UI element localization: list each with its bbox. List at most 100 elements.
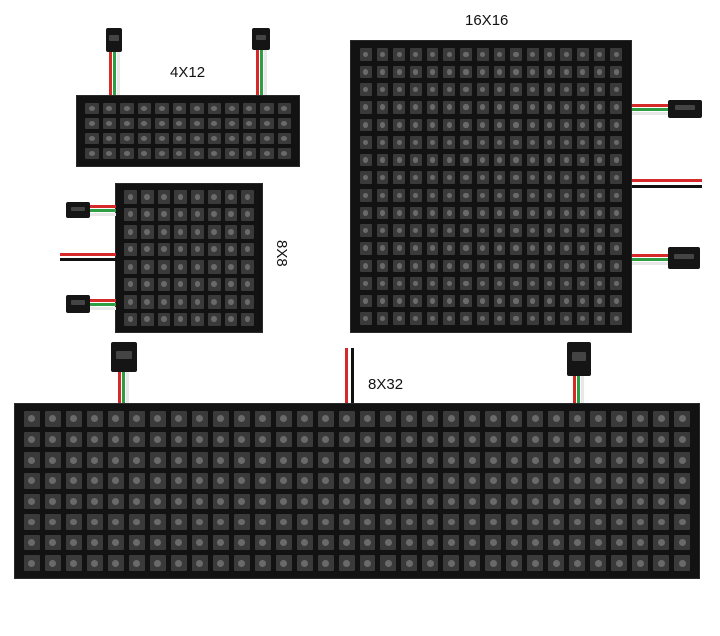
led-pixel <box>24 555 40 571</box>
led-pixel <box>191 514 208 530</box>
led-pixel <box>44 493 61 510</box>
led-pixel <box>360 241 372 255</box>
led-pixel <box>593 100 606 114</box>
led-pixel <box>460 277 472 290</box>
led-pixel <box>610 65 622 79</box>
led-pixel <box>241 207 254 221</box>
led-pixel <box>376 118 389 132</box>
led-pixel <box>560 312 572 325</box>
led-pixel <box>65 452 82 468</box>
led-pixel <box>674 555 690 571</box>
led-pixel <box>149 534 166 551</box>
led-pixel <box>443 206 456 220</box>
led-pixel <box>140 260 154 274</box>
led-pixel <box>493 312 506 325</box>
led-pixel <box>260 103 274 114</box>
led-pixel <box>65 493 82 510</box>
led-pixel <box>225 118 239 129</box>
led-pixel <box>443 118 456 132</box>
led-pixel <box>610 259 622 273</box>
led-pixel <box>360 277 372 290</box>
led-pixel <box>212 534 229 551</box>
wire-black <box>351 348 354 403</box>
led-pixel <box>191 207 204 221</box>
led-pixel <box>338 555 355 571</box>
led-pixel <box>107 452 124 468</box>
led-pixel <box>510 312 522 325</box>
led-pixel <box>593 118 606 132</box>
led-pixel <box>260 118 274 129</box>
led-pixel <box>560 65 572 79</box>
led-pixel <box>443 534 460 551</box>
led-pixel <box>426 171 439 184</box>
led-pixel <box>476 153 489 167</box>
led-pixel <box>510 153 522 167</box>
led-pixel <box>493 48 506 61</box>
led-pixel <box>170 493 187 510</box>
led-pixel <box>275 493 292 510</box>
led-pixel <box>674 431 690 448</box>
led-pixel <box>653 452 670 468</box>
led-pixel <box>543 241 556 255</box>
led-pixel <box>569 514 586 530</box>
led-pixel <box>360 312 372 325</box>
led-pixel <box>207 295 221 309</box>
led-pixel <box>590 514 607 530</box>
led-pixel <box>393 259 406 273</box>
led-pixel <box>410 312 422 325</box>
led-pixel <box>611 514 628 530</box>
led-pixel <box>86 452 103 468</box>
led-pixel <box>443 472 460 489</box>
led-pixel <box>506 493 523 510</box>
led-pixel <box>380 472 397 489</box>
led-pixel <box>224 312 238 326</box>
led-pixel <box>140 190 154 204</box>
led-pixel <box>476 100 489 114</box>
wire-green <box>90 209 116 212</box>
led-pixel <box>107 431 124 448</box>
led-pixel <box>85 118 99 129</box>
led-pixel <box>224 277 238 291</box>
led-pixel <box>410 206 422 220</box>
led-pixel <box>593 83 606 96</box>
led-pixel <box>124 242 137 256</box>
led-pixel <box>393 118 406 132</box>
led-pixel <box>376 206 389 220</box>
led-pixel <box>526 241 539 255</box>
led-pixel <box>338 514 355 530</box>
led-pixel <box>296 514 313 530</box>
led-pixel <box>191 431 208 448</box>
led-pixel <box>275 534 292 551</box>
led-pixel <box>170 452 187 468</box>
led-pixel <box>233 514 250 530</box>
led-pixel <box>401 514 418 530</box>
led-pixel <box>191 472 208 489</box>
led-pixel <box>275 452 292 468</box>
led-pixel <box>527 431 544 448</box>
led-pixel <box>610 136 622 149</box>
led-pixel <box>296 431 313 448</box>
led-pixel <box>510 171 522 184</box>
led-pixel <box>296 555 313 571</box>
led-pixel <box>610 48 622 61</box>
led-pixel <box>464 493 481 510</box>
led-pixel <box>242 103 256 114</box>
led-pixel <box>241 295 254 309</box>
led-pixel <box>224 190 238 204</box>
led-pixel <box>86 534 103 551</box>
led-pixel <box>140 225 154 239</box>
led-pixel <box>526 277 539 290</box>
led-pixel <box>560 48 572 61</box>
led-pixel <box>674 472 690 489</box>
led-pixel <box>653 534 670 551</box>
led-pixel <box>410 224 422 237</box>
led-pixel <box>360 83 372 96</box>
led-pixel <box>590 493 607 510</box>
wire-red <box>632 254 670 257</box>
connector-plug <box>66 202 90 218</box>
led-pixel <box>296 411 313 427</box>
led-pixel <box>212 555 229 571</box>
led-pixel <box>611 452 628 468</box>
led-pixel <box>359 493 376 510</box>
led-pixel <box>590 534 607 551</box>
